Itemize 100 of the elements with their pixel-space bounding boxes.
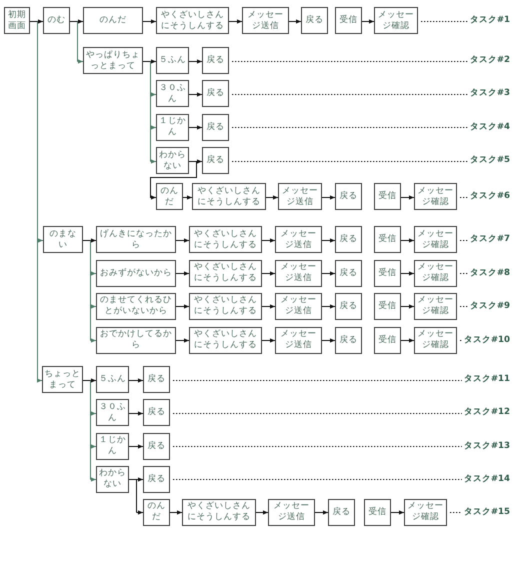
- process-box: 戻る: [335, 260, 362, 286]
- arrow: [322, 304, 336, 309]
- process-box: のむ: [43, 7, 70, 34]
- arrow: [176, 338, 190, 343]
- arrow: [322, 271, 336, 276]
- arrow: [150, 159, 156, 164]
- task-label: タスク#15: [464, 506, 510, 518]
- arrow: [196, 159, 202, 164]
- arrow: [322, 238, 336, 243]
- task-label: タスク#9: [470, 300, 510, 312]
- arrow: [362, 19, 374, 24]
- arrow: [150, 59, 156, 64]
- dotted-line: [232, 94, 468, 95]
- connector-line: [37, 21, 38, 241]
- arrow: [128, 378, 144, 383]
- process-box: メッセージ確認: [374, 7, 418, 34]
- process-box: 戻る: [143, 432, 170, 460]
- process-box: やくざいしさんにそうしんする: [189, 226, 262, 253]
- task-label: タスク#1: [470, 15, 510, 26]
- connector-line: [82, 380, 91, 381]
- task-label: タスク#3: [470, 88, 510, 99]
- task-label: タスク#8: [470, 268, 510, 278]
- process-box: 戻る: [328, 498, 355, 526]
- process-box: 受信: [364, 498, 391, 526]
- dotted-line: [172, 446, 462, 447]
- process-box: わからない: [96, 466, 129, 492]
- arrow: [77, 19, 84, 24]
- process-box: ３０ふん: [96, 399, 129, 426]
- process-box: メッセージ確認: [414, 292, 457, 320]
- arrow: [262, 238, 276, 243]
- arrow: [188, 92, 202, 97]
- arrow: [176, 238, 190, 243]
- task-label: タスク#7: [470, 234, 510, 245]
- connector-line: [128, 479, 137, 480]
- arrow: [390, 510, 404, 515]
- dotted-line: [172, 380, 462, 381]
- process-box: 初期画面: [4, 7, 30, 34]
- process-box: ５ふん: [156, 47, 189, 74]
- dotted-line: [450, 512, 462, 513]
- arrow: [150, 125, 156, 130]
- connector-line: [136, 479, 137, 513]
- process-box: 戻る: [335, 326, 362, 354]
- connector-line: [150, 61, 151, 95]
- process-box: メッセージ確認: [414, 226, 457, 253]
- arrow: [176, 304, 190, 309]
- process-box: 受信: [374, 260, 401, 286]
- process-box: のんだ: [83, 7, 143, 34]
- connector-line: [70, 21, 78, 22]
- connector-line: [37, 240, 38, 381]
- task-label: タスク#10: [464, 334, 510, 346]
- arrow: [77, 59, 84, 64]
- process-box: 戻る: [335, 292, 362, 320]
- arrow: [90, 304, 96, 309]
- process-box: ５ふん: [96, 366, 129, 393]
- process-box: 戻る: [143, 466, 170, 492]
- process-box: やくざいしさんにそうしんする: [156, 7, 229, 34]
- connector-line: [90, 306, 91, 341]
- dotted-line: [460, 240, 468, 241]
- arrow: [90, 411, 96, 416]
- process-box: やっぱりちょっとまって: [83, 47, 143, 74]
- process-box: 受信: [335, 7, 362, 34]
- dotted-line: [232, 127, 468, 128]
- arrow: [228, 19, 242, 24]
- connector-line: [150, 127, 151, 162]
- task-label: タスク#6: [470, 191, 510, 202]
- process-box: ３０ふん: [156, 80, 189, 107]
- arrow: [262, 271, 276, 276]
- process-box: やくざいしさんにそうしんする: [182, 498, 256, 526]
- process-box: わからない: [156, 147, 189, 174]
- process-box: やくざいしさんにそうしんする: [192, 183, 266, 210]
- process-box: 受信: [374, 183, 401, 210]
- process-box: のんだ: [143, 498, 170, 526]
- process-box: やくざいしさんにそうしんする: [189, 260, 262, 286]
- connector-line: [90, 240, 91, 274]
- process-box: 戻る: [202, 114, 229, 140]
- arrow: [90, 378, 96, 383]
- task-label: タスク#2: [470, 55, 510, 66]
- arrow: [90, 444, 96, 449]
- arrow: [262, 338, 276, 343]
- arrow: [150, 161, 197, 200]
- process-box: のませてくれるひとがいないから: [96, 292, 176, 320]
- process-box: のまない: [43, 226, 83, 253]
- dotted-line: [172, 479, 462, 480]
- arrow: [37, 378, 42, 383]
- process-box: メッセージ送信: [278, 183, 322, 210]
- task-label: タスク#13: [464, 440, 510, 452]
- connector-line: [30, 21, 38, 22]
- process-box: やくざいしさんにそうしんする: [189, 292, 262, 320]
- process-box: 受信: [374, 226, 401, 253]
- dotted-line: [460, 197, 468, 198]
- connector-line: [142, 61, 151, 62]
- arrow: [90, 477, 96, 482]
- dotted-line: [232, 61, 468, 62]
- process-box: メッセージ確認: [414, 326, 457, 354]
- process-box: メッセージ送信: [275, 226, 322, 253]
- connector-line: [90, 273, 91, 307]
- arrow: [400, 238, 414, 243]
- process-box: おみずがないから: [96, 260, 176, 286]
- arrow: [37, 238, 44, 243]
- arrow: [188, 125, 202, 130]
